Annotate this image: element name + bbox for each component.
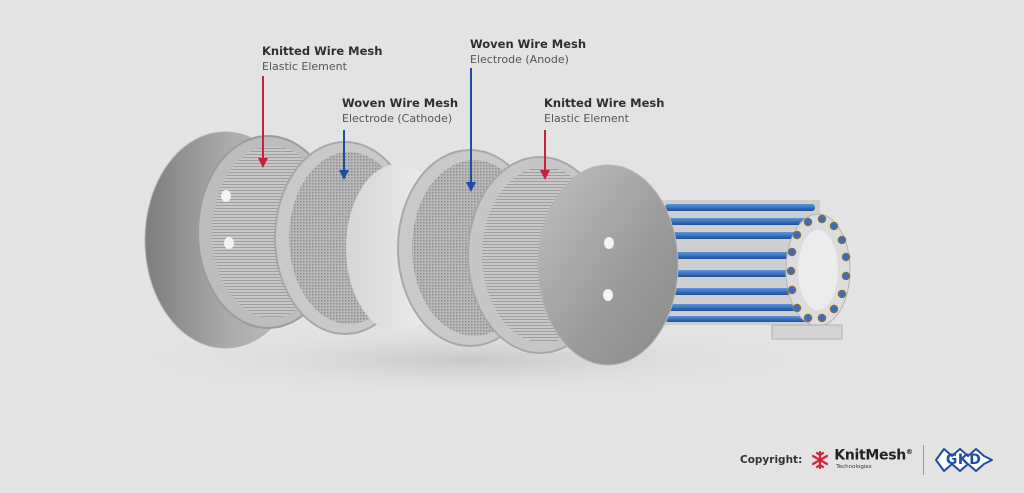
- label-subtitle: Electrode (Anode): [470, 53, 569, 66]
- label-knitted-mesh-2: Knitted Wire Mesh Elastic Element: [544, 96, 664, 126]
- knitmesh-subtitle: Technologies: [836, 463, 872, 470]
- label-subtitle: Elastic Element: [262, 60, 347, 73]
- arrow-knitted-1: [258, 76, 268, 168]
- gkd-name: GKD: [945, 452, 982, 468]
- label-title: Knitted Wire Mesh: [262, 44, 383, 58]
- knitmesh-logo: KnitMesh® Technologies: [810, 447, 913, 473]
- arrow-woven-anode: [466, 68, 476, 192]
- copyright-label: Copyright:: [740, 454, 803, 466]
- arrow-knitted-2: [540, 130, 550, 180]
- logo-divider: [922, 445, 924, 475]
- label-knitted-mesh-1: Knitted Wire Mesh Elastic Element: [262, 44, 382, 74]
- arrow-woven-cathode: [339, 130, 349, 180]
- label-subtitle: Elastic Element: [544, 112, 629, 125]
- registered-mark: ®: [905, 448, 913, 457]
- copyright-footer: Copyright: KnitMesh® Technologies GKD: [740, 442, 994, 478]
- label-woven-anode: Woven Wire Mesh Electrode (Anode): [470, 37, 586, 67]
- gkd-logo: GKD: [934, 445, 994, 475]
- label-subtitle: Electrode (Cathode): [342, 112, 453, 125]
- blue-tubes: [665, 204, 815, 322]
- knitmesh-name: KnitMesh: [834, 447, 906, 464]
- gkd-diamond-icon: [934, 448, 993, 472]
- label-title: Knitted Wire Mesh: [544, 96, 665, 110]
- electrolyser-cylinder: [660, 200, 851, 340]
- end-plate-right: [537, 164, 679, 366]
- label-title: Woven Wire Mesh: [470, 37, 587, 51]
- label-title: Woven Wire Mesh: [342, 96, 459, 110]
- knitmesh-snowflake-icon: [812, 450, 829, 470]
- label-woven-cathode: Woven Wire Mesh Electrode (Cathode): [342, 96, 458, 126]
